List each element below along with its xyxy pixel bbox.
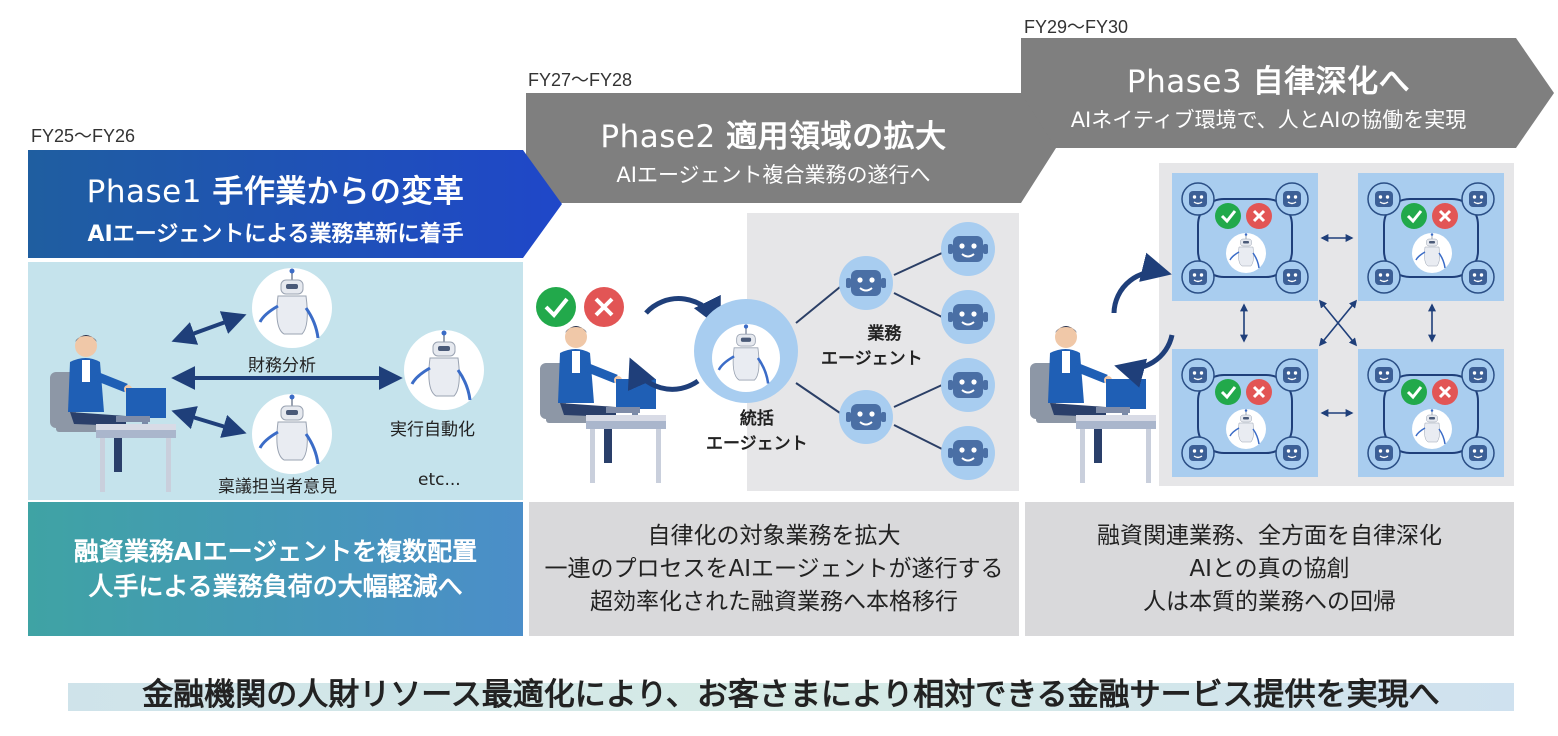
phase2-summary: 自律化の対象業務を拡大 一連のプロセスをAIエージェントが遂行する 超効率化され… (529, 502, 1019, 636)
label-supervisor-agent: 統括 エージェント (706, 404, 808, 454)
phase1-summary-line: 人手による業務負荷の大幅軽減へ (88, 572, 463, 601)
phase2-illustration (528, 221, 996, 503)
agent-icon (1181, 358, 1215, 392)
bottom-message-band (68, 683, 1514, 711)
phase2-subtitle: AIエージェント複合業務の遂行へ (616, 163, 931, 187)
agent-icon (1275, 260, 1309, 294)
check-icon (536, 287, 576, 327)
phase1-title: Phase1 手作業からの変革 (28, 166, 523, 211)
phase3-summary-line: 融資関連業務、全方面を自律深化 (1097, 522, 1442, 549)
phase1-label: Phase1 (86, 174, 202, 210)
agent-icon (1367, 182, 1401, 216)
agent-icon (1181, 436, 1215, 470)
check-icon (1215, 379, 1241, 405)
agent-cluster (1172, 173, 1318, 301)
label-business-agent: 業務 エージェント (821, 319, 923, 369)
phase1-banner: Phase1 手作業からの変革 AIエージェントによる業務革新に着手 (28, 150, 562, 258)
agent-icon (1367, 358, 1401, 392)
business-agent-icon (838, 389, 894, 445)
agent-icon (940, 357, 996, 413)
check-icon (1215, 203, 1241, 229)
phase2-period: FY27～FY28 (528, 70, 633, 90)
phase2-banner: Phase2 適用領域の拡大 AIエージェント複合業務の遂行へ (526, 93, 1056, 203)
agent-icon (1275, 436, 1309, 470)
check-icon (1401, 203, 1427, 229)
label-finance-analysis: 財務分析 (248, 356, 316, 376)
agent-icon (940, 289, 996, 345)
supervisor-robot-icon (1225, 408, 1267, 450)
phase2-summary-line: 一連のプロセスをAIエージェントが遂行する (544, 555, 1004, 582)
opinion-robot-icon (250, 392, 334, 476)
phase3-subtitle: AIネイティブ環境で、人とAIの協働を実現 (1070, 108, 1467, 132)
agent-cluster (1172, 349, 1318, 477)
bottom-message: 金融機関の人財リソース最適化により、お客さまにより相対できる金融サービス提供を実… (142, 677, 1440, 713)
phase2-summary-line: 自律化の対象業務を拡大 (647, 522, 901, 549)
phase1-subtitle: AIエージェントによる業務革新に着手 (87, 222, 464, 247)
phase1-title-text: 手作業からの変革 (212, 174, 465, 210)
phase3-illustration (1026, 173, 1504, 493)
supervisor-robot-icon (1411, 408, 1453, 450)
agent-cluster (1358, 349, 1504, 477)
phase3-banner: Phase3 自律深化へ AIネイティブ環境で、人とAIの協働を実現 (1021, 38, 1554, 148)
label-business-agent-line1: 業務 (867, 324, 902, 344)
agent-icon (940, 425, 996, 481)
agent-icon (1461, 358, 1495, 392)
agent-cluster (1358, 173, 1504, 301)
phase1-period: FY25～FY26 (31, 126, 136, 146)
phase3-summary-line: 人は本質的業務への回帰 (1143, 588, 1396, 615)
phase2-title-text: 適用領域の拡大 (726, 119, 947, 155)
phase3-label: Phase3 (1126, 64, 1243, 100)
label-etc: etc... (418, 470, 461, 490)
label-supervisor-line2: エージェント (706, 434, 808, 454)
business-agent-icon (838, 255, 894, 311)
finance-robot-icon (250, 266, 334, 350)
label-approval-opinion: 稟議担当者意見 (218, 477, 337, 497)
agent-icon (1275, 358, 1309, 392)
phase2-summary-line: 超効率化された融資業務へ本格移行 (590, 588, 958, 615)
phase2-label: Phase2 (600, 119, 716, 155)
agent-icon (1367, 436, 1401, 470)
agent-icon (1367, 260, 1401, 294)
agent-icon (1461, 182, 1495, 216)
check-icon (1401, 379, 1427, 405)
phase2-title: Phase2 適用領域の拡大 (526, 111, 1021, 156)
phase1-summary-line: 融資業務AIエージェントを複数配置 (73, 537, 478, 566)
label-automation: 実行自動化 (390, 420, 475, 440)
phase3-summary: 融資関連業務、全方面を自律深化 AIとの真の協創 人は本質的業務への回帰 (1025, 502, 1514, 636)
phase3-title-text: 自律深化へ (1252, 64, 1411, 100)
agent-icon (1461, 436, 1495, 470)
label-business-agent-line2: エージェント (821, 349, 923, 369)
phase3-summary-line: AIとの真の協創 (1189, 555, 1350, 582)
supervisor-robot-icon (1411, 232, 1453, 274)
agent-icon (1181, 260, 1215, 294)
agent-icon (940, 221, 996, 277)
agent-icon (1275, 182, 1309, 216)
phase1-illustration (28, 266, 486, 500)
agent-icon (1181, 182, 1215, 216)
supervisor-robot-icon (1225, 232, 1267, 274)
phase3-title: Phase3 自律深化へ (1021, 56, 1516, 101)
automation-robot-icon (402, 328, 486, 412)
phase1-summary: 融資業務AIエージェントを複数配置 人手による業務負荷の大幅軽減へ (28, 502, 523, 636)
label-supervisor-line1: 統括 (739, 409, 774, 429)
phase3-period: FY29～FY30 (1024, 17, 1129, 37)
agent-icon (1461, 260, 1495, 294)
